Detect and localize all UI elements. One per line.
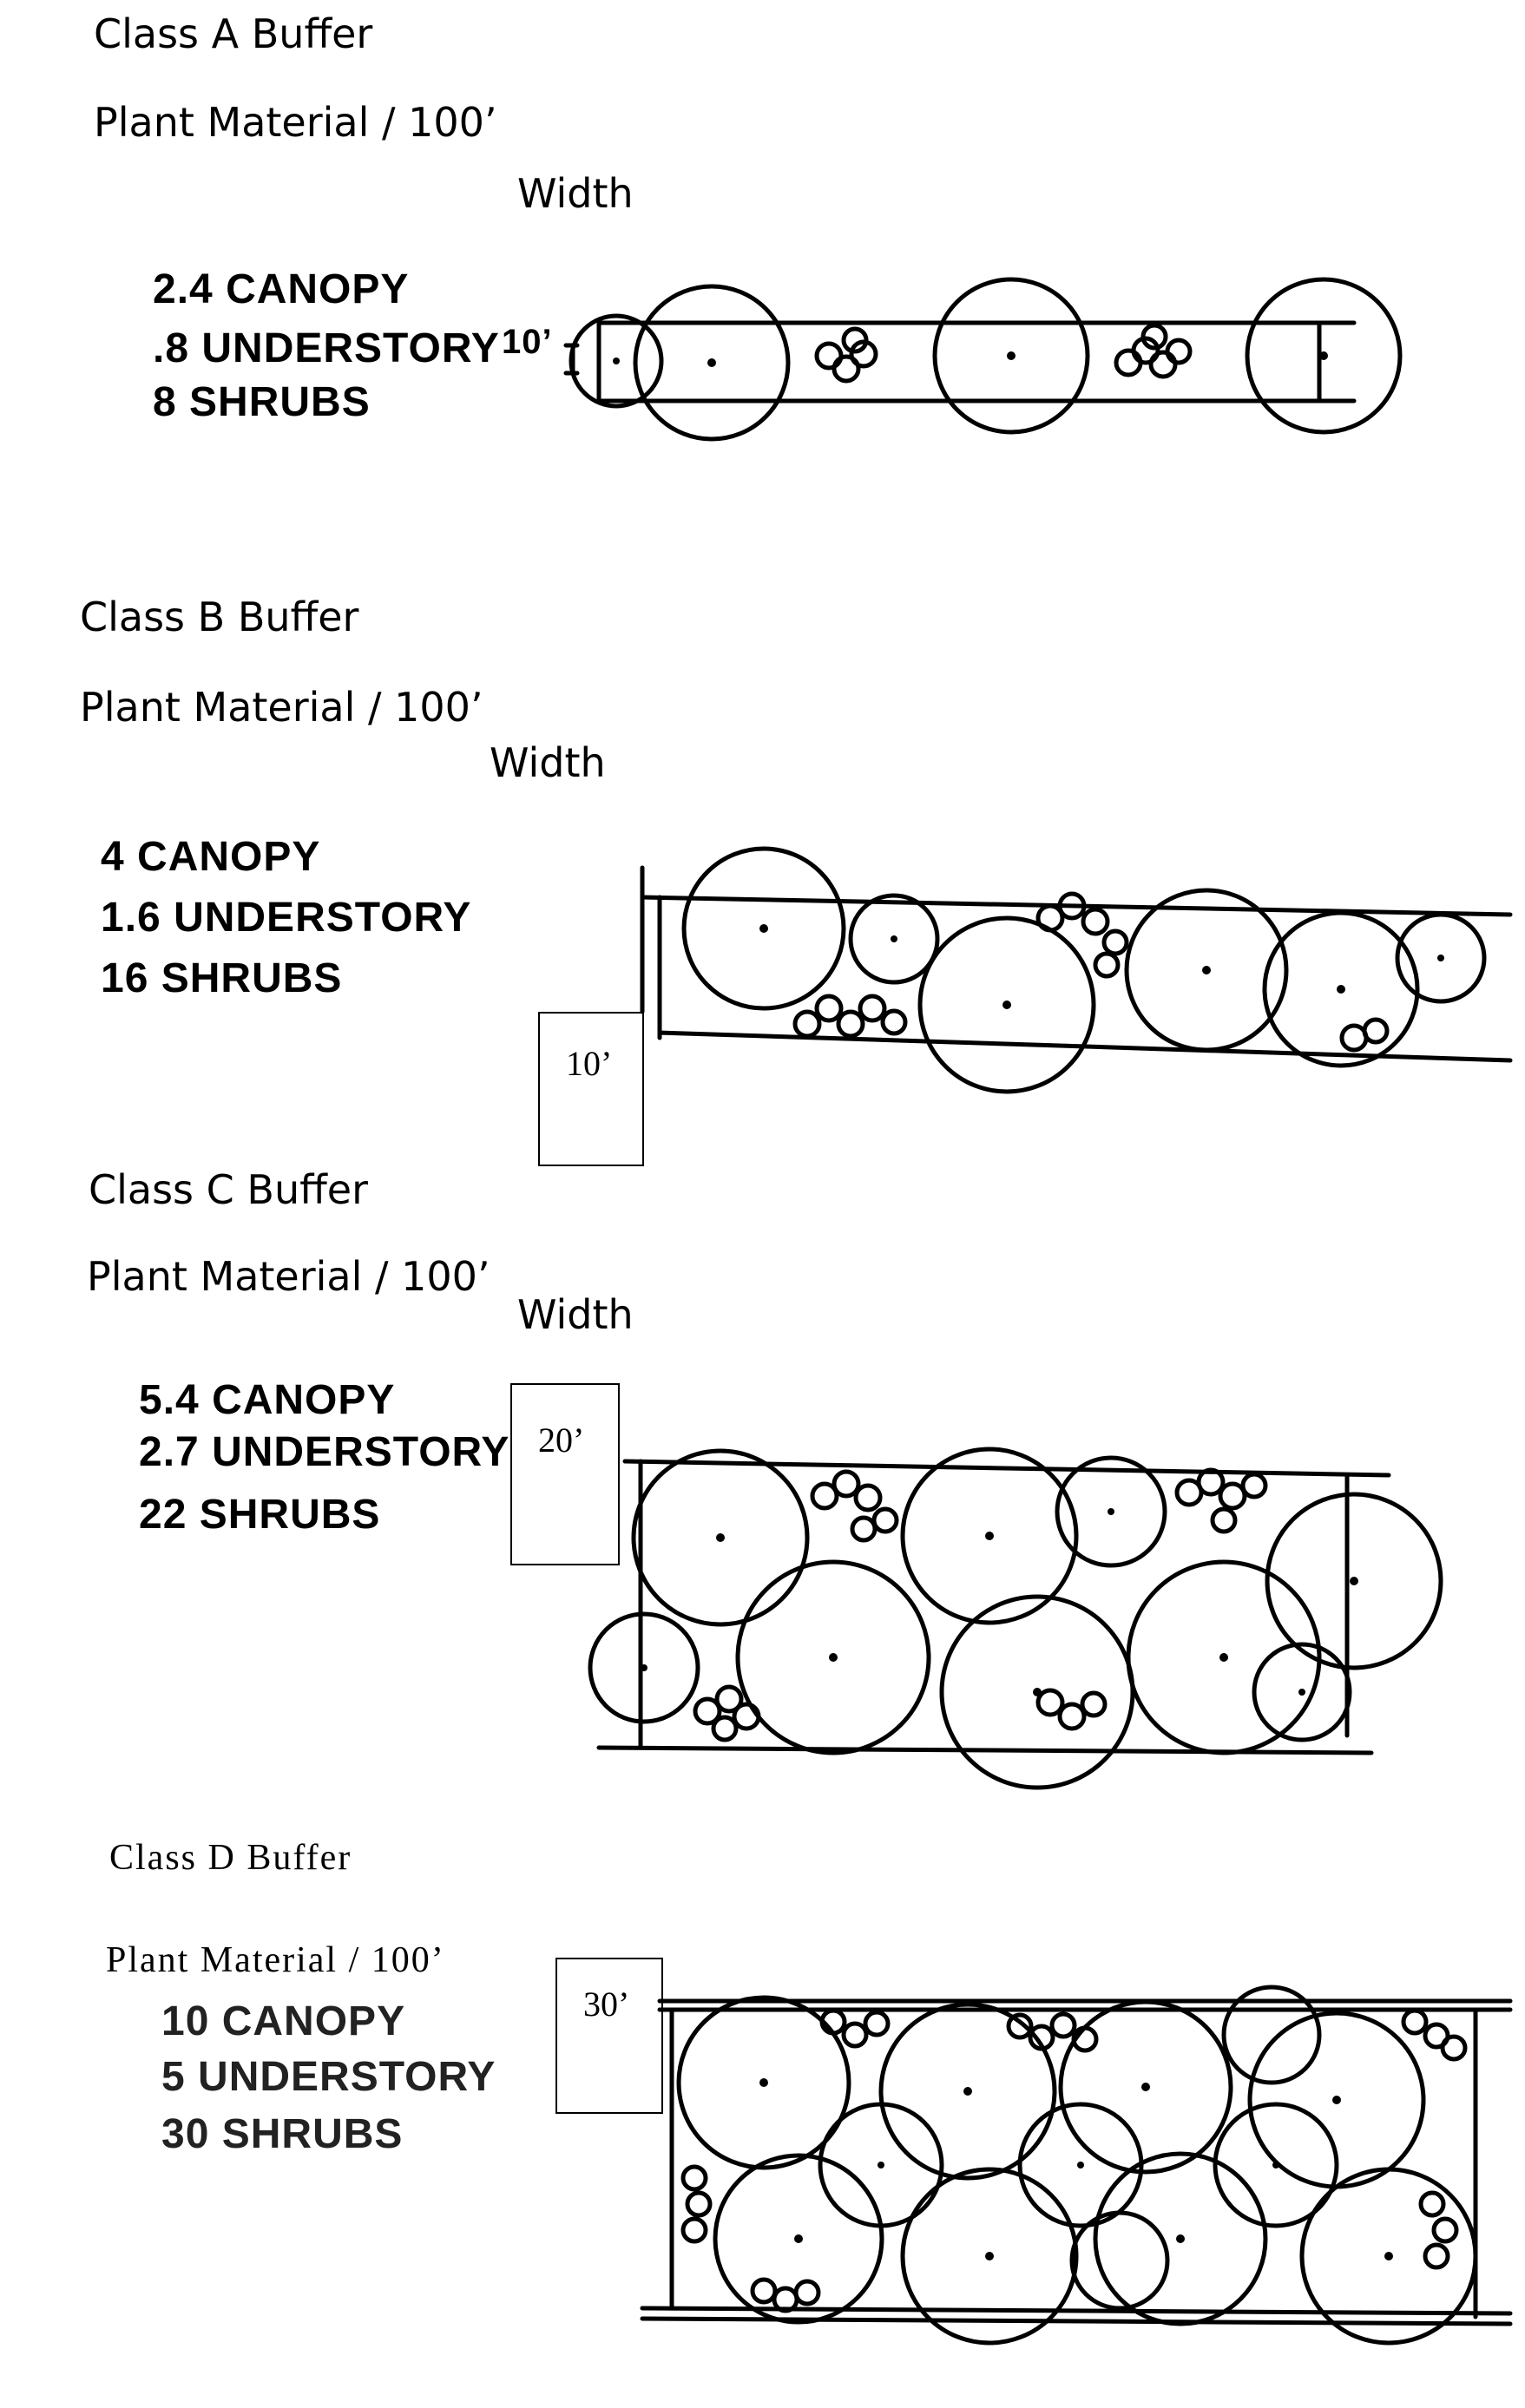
- class-c-width-box: 20’: [510, 1383, 620, 1565]
- canopy-tree-icon: [900, 1447, 1079, 1625]
- understory-tree-icon: [1252, 1642, 1352, 1742]
- shrub-cluster-icon: [750, 2277, 821, 2313]
- shrub-cluster-icon: [1418, 2190, 1459, 2270]
- class-d-understory: 5 UNDERSTORY: [161, 2054, 496, 2100]
- canopy-tree-icon: [633, 284, 791, 442]
- class-b-shrubs: 16 SHRUBS: [101, 955, 343, 1001]
- class-a-subtitle: Plant Material / 100’: [94, 99, 497, 146]
- class-b-planting-diagram: [640, 846, 1513, 1094]
- class-c-understory: 2.7 UNDERSTORY: [139, 1429, 510, 1475]
- class-a-width-label: Width: [517, 170, 634, 217]
- shrub-cluster-icon: [1401, 2008, 1468, 2062]
- class-a-planting-diagram: [563, 277, 1403, 442]
- class-a-understory: .8 UNDERSTORY: [153, 325, 500, 371]
- class-d-subtitle: Plant Material / 100’: [106, 1940, 445, 1980]
- canopy-tree-icon: [1245, 277, 1403, 435]
- class-d-width-value: 30’: [583, 1985, 630, 2024]
- shrub-cluster-icon: [819, 2008, 891, 2049]
- class-d-canopy: 10 CANOPY: [161, 1998, 406, 2044]
- class-b-width-value: 10’: [566, 1044, 613, 1083]
- canopy-tree-icon: [900, 2167, 1079, 2346]
- understory-tree-icon: [1017, 2102, 1144, 2228]
- class-d-width-box: 30’: [555, 1958, 663, 2114]
- shrub-cluster-icon: [1339, 1017, 1390, 1053]
- canopy-tree-icon: [1262, 910, 1420, 1068]
- class-a-shrubs: 8 SHRUBS: [153, 379, 371, 425]
- shrub-cluster-icon: [680, 2164, 713, 2244]
- canopy-tree-icon: [932, 277, 1090, 435]
- class-c-shrubs: 22 SHRUBS: [139, 1492, 381, 1538]
- shrub-cluster-icon: [810, 1469, 899, 1543]
- shrub-cluster-icon: [693, 1684, 761, 1742]
- class-c-width-value: 20’: [538, 1421, 585, 1460]
- understory-tree-icon: [1055, 1455, 1167, 1568]
- class-d-title: Class D Buffer: [109, 1838, 352, 1878]
- understory-tree-icon: [1213, 2102, 1339, 2228]
- canopy-tree-icon: [713, 2153, 884, 2325]
- class-c-canopy: 5.4 CANOPY: [139, 1377, 396, 1423]
- class-b-title: Class B Buffer: [80, 594, 359, 640]
- class-a-title: Class A Buffer: [94, 10, 373, 57]
- canopy-tree-icon: [1126, 1559, 1322, 1755]
- shrub-cluster-icon: [1006, 2011, 1099, 2053]
- shrub-cluster-icon: [1174, 1467, 1268, 1534]
- class-b-canopy: 4 CANOPY: [101, 834, 321, 880]
- class-c-width-label: Width: [517, 1291, 634, 1338]
- understory-tree-icon: [818, 2102, 944, 2228]
- class-b-width-label: Width: [490, 739, 606, 786]
- understory-tree-icon: [588, 1611, 700, 1724]
- class-b-width-box: 10’: [538, 1012, 644, 1166]
- class-c-subtitle: Plant Material / 100’: [87, 1253, 490, 1300]
- understory-tree-icon: [1221, 1985, 1322, 2085]
- canopy-tree-icon: [1093, 2151, 1268, 2326]
- shrub-cluster-icon: [814, 326, 878, 384]
- canopy-tree-icon: [878, 2002, 1057, 2181]
- canopy-tree-icon: [1124, 888, 1289, 1053]
- canopy-tree-icon: [735, 1559, 931, 1755]
- understory-tree-icon: [1395, 912, 1487, 1004]
- canopy-tree-icon: [631, 1448, 810, 1627]
- shrub-cluster-icon: [1035, 1688, 1108, 1731]
- class-a-canopy: 2.4 CANOPY: [153, 266, 410, 312]
- canopy-tree-icon: [676, 1995, 851, 2170]
- canopy-tree-icon: [1299, 2167, 1478, 2346]
- class-a-width-value: 10’: [502, 323, 553, 361]
- shrub-cluster-icon: [1114, 323, 1193, 379]
- class-c-title: Class C Buffer: [89, 1166, 368, 1213]
- canopy-tree-icon: [681, 846, 846, 1011]
- canopy-tree-icon: [917, 915, 1096, 1094]
- class-d-shrubs: 30 SHRUBS: [161, 2111, 404, 2157]
- class-b-understory: 1.6 UNDERSTORY: [101, 895, 472, 941]
- shrub-cluster-icon: [1035, 891, 1129, 979]
- class-d-planting-diagram: [640, 1985, 1513, 2346]
- understory-tree-icon: [1069, 2210, 1170, 2311]
- understory-tree-icon: [848, 893, 940, 985]
- class-c-planting-diagram: [588, 1447, 1443, 1790]
- canopy-tree-icon: [1058, 1999, 1233, 2175]
- canopy-tree-icon: [1265, 1492, 1443, 1670]
- shrub-cluster-icon: [792, 994, 908, 1039]
- class-b-subtitle: Plant Material / 100’: [80, 684, 483, 731]
